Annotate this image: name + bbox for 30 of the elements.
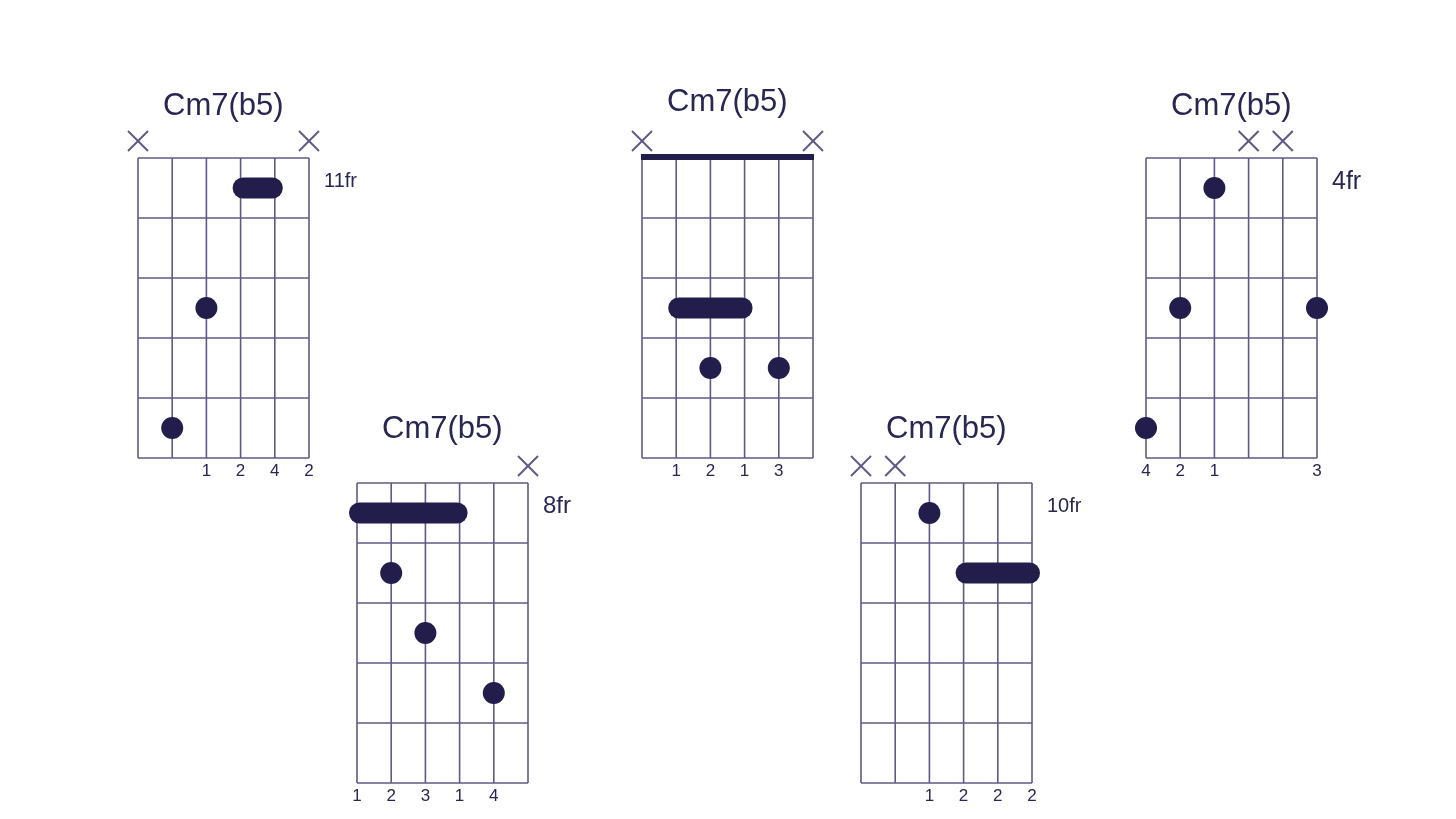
finger-number: 2 — [1026, 786, 1038, 806]
finger-number: 1 — [1208, 461, 1221, 481]
finger-number: 3 — [1311, 461, 1323, 481]
finger-number: 2 — [234, 461, 247, 481]
finger-number: 2 — [303, 461, 315, 481]
finger-number: 3 — [773, 461, 785, 481]
finger-number: 2 — [992, 786, 1004, 806]
finger-number: 3 — [419, 786, 432, 806]
finger-number: 1 — [923, 786, 936, 806]
finger-number: 1 — [453, 786, 466, 806]
finger-number: 2 — [704, 461, 717, 481]
fret-position-label: 11fr — [324, 168, 357, 193]
chord-title: Cm7(b5) — [886, 410, 1007, 446]
finger-number: 2 — [385, 786, 397, 806]
chord-title: Cm7(b5) — [667, 83, 788, 119]
fret-position-label: 8fr — [543, 492, 571, 518]
finger-number: 1 — [670, 461, 682, 481]
chord-title: Cm7(b5) — [1171, 87, 1292, 123]
finger-number: 2 — [1174, 461, 1186, 481]
finger-number: 1 — [200, 461, 213, 481]
finger-number: 1 — [738, 461, 751, 481]
chord-title: Cm7(b5) — [382, 410, 503, 446]
finger-number: 4 — [1140, 461, 1152, 481]
fret-position-label: 10fr — [1047, 493, 1082, 518]
finger-number: 4 — [488, 786, 500, 806]
chord-title: Cm7(b5) — [163, 87, 284, 123]
fret-position-label: 4fr — [1332, 167, 1362, 193]
finger-number: 4 — [269, 461, 281, 481]
finger-number: 1 — [351, 786, 363, 806]
finger-number: 2 — [957, 786, 970, 806]
